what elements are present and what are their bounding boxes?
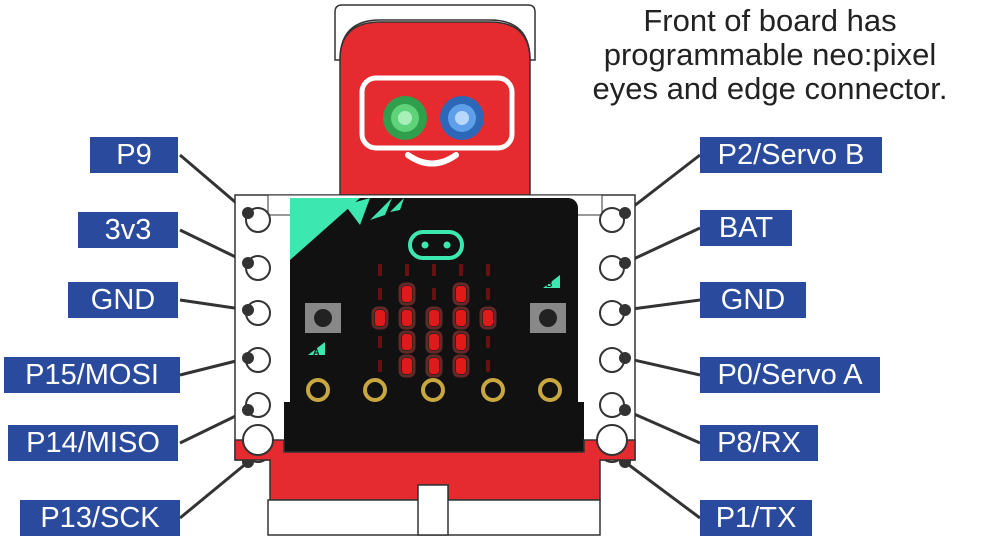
led-4-4 [486, 360, 490, 372]
led-1-2 [432, 288, 436, 300]
microbit-board: A B [290, 198, 578, 428]
title-line-3: eyes and edge connector. [592, 71, 948, 106]
button-a-letter: A [313, 347, 320, 357]
microbit-logo [408, 230, 464, 260]
pin-label-gnd-left: GND [68, 282, 178, 318]
robot-head [334, 4, 536, 196]
led-glow-4-3 [452, 354, 470, 378]
pin-label-p0-servo-a: P0/Servo A [700, 357, 880, 393]
pin-label-p8-rx: P8/RX [700, 425, 818, 461]
led-4-0 [378, 360, 382, 372]
led-3-4 [486, 336, 490, 348]
led-2-0 [375, 310, 385, 326]
led-0-2 [432, 264, 436, 276]
pin-label-p14-miso: P14/MISO [8, 425, 178, 461]
pin-label-3v3: 3v3 [78, 212, 178, 248]
edge-pads [306, 378, 562, 402]
diagram-title: Front of board has programmable neo:pixe… [545, 4, 995, 106]
led-0-3 [459, 264, 463, 276]
led-glow-3-3 [452, 330, 470, 354]
pin-label-p2-servo-b: P2/Servo B [700, 137, 882, 173]
connector-line-p1 [624, 460, 701, 520]
led-1-0 [378, 288, 382, 300]
led-glow-2-1 [398, 306, 416, 330]
led-4-1 [402, 358, 412, 374]
led-1-4 [486, 288, 490, 300]
led-glow-1-3 [452, 282, 470, 306]
led-1-1 [402, 286, 412, 302]
connector-line-p2 [624, 153, 701, 215]
led-glow-2-4 [479, 306, 497, 330]
right-connector-lines [624, 153, 701, 520]
led-glow-2-3 [452, 306, 470, 330]
led-1-3 [456, 286, 466, 302]
robot-lower-body [234, 439, 636, 501]
led-0-1 [405, 264, 409, 276]
logo-corner-teal [290, 198, 360, 260]
connector-line-p13 [179, 460, 249, 520]
pin-label-bat: BAT [700, 210, 792, 246]
led-glow-2-2 [425, 306, 443, 330]
led-4-3 [456, 358, 466, 374]
led-matrix [371, 264, 497, 378]
title-line-1: Front of board has [643, 3, 897, 38]
connector-line-p8 [624, 408, 701, 445]
led-2-4 [483, 310, 493, 326]
edge-connector-band [284, 402, 584, 452]
button-b-letter: B [546, 279, 553, 289]
led-glow-4-1 [398, 354, 416, 378]
led-2-1 [402, 310, 412, 326]
led-2-3 [456, 310, 466, 326]
led-3-2 [429, 334, 439, 350]
led-3-1 [402, 334, 412, 350]
pin-label-p1-tx: P1/TX [700, 500, 812, 536]
led-0-0 [378, 264, 382, 276]
led-0-4 [486, 264, 490, 276]
led-3-0 [378, 336, 382, 348]
connector-line-p0 [624, 356, 701, 377]
led-glow-4-2 [425, 354, 443, 378]
led-3-3 [456, 334, 466, 350]
led-4-2 [429, 358, 439, 374]
led-glow-1-1 [398, 282, 416, 306]
led-glow-2-0 [371, 306, 389, 330]
led-2-2 [429, 310, 439, 326]
led-glow-3-1 [398, 330, 416, 354]
pin-label-p13-sck: P13/SCK [20, 500, 180, 536]
pin-label-gnd-right: GND [700, 282, 806, 318]
connector-line-gnd-right [624, 298, 701, 312]
led-glow-3-2 [425, 330, 443, 354]
robot-smile [405, 152, 459, 167]
pin-label-p15-mosi: P15/MOSI [4, 357, 180, 393]
title-line-2: programmable neo:pixel [603, 37, 937, 72]
pin-label-p9: P9 [90, 137, 178, 173]
connector-line-bat [624, 226, 701, 265]
